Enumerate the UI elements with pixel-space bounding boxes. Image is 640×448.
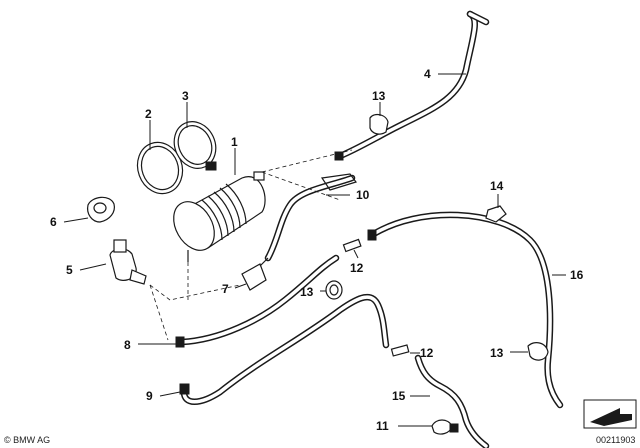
callout-9: 9 bbox=[146, 389, 153, 403]
callout-7: 7 bbox=[222, 282, 229, 296]
callout-labels: 1 2 3 4 5 6 7 8 9 10 11 12 12 13 13 13 1… bbox=[50, 67, 584, 433]
clamp-3 bbox=[173, 121, 217, 171]
arrow-sheet-icon bbox=[583, 399, 637, 429]
drawing-number: 00211903 bbox=[596, 435, 635, 445]
bracket-6 bbox=[87, 196, 115, 223]
guide-lines bbox=[149, 149, 353, 341]
callout-13-right: 13 bbox=[490, 346, 504, 360]
callout-10: 10 bbox=[356, 188, 370, 202]
callout-15: 15 bbox=[392, 389, 406, 403]
callout-1: 1 bbox=[231, 135, 238, 149]
grommet-13-b bbox=[325, 280, 343, 300]
connector-12-upper bbox=[342, 238, 362, 253]
leader-lines bbox=[63, 73, 566, 427]
callout-11: 11 bbox=[376, 419, 389, 433]
hose-10 bbox=[264, 173, 357, 262]
callout-8: 8 bbox=[124, 338, 131, 352]
callout-3: 3 bbox=[182, 89, 189, 103]
carbon-canister bbox=[173, 171, 266, 262]
clip-11 bbox=[431, 419, 459, 435]
callout-12-lower: 12 bbox=[420, 346, 434, 360]
callout-2: 2 bbox=[145, 107, 152, 121]
callout-14: 14 bbox=[490, 179, 504, 193]
hose-16 bbox=[367, 211, 564, 409]
hose-9 bbox=[179, 293, 390, 405]
callout-5: 5 bbox=[66, 263, 73, 277]
hose-8 bbox=[175, 254, 340, 348]
callout-13-top: 13 bbox=[372, 89, 386, 103]
callout-12-upper: 12 bbox=[350, 261, 364, 275]
callout-4: 4 bbox=[424, 67, 431, 81]
connector-12-lower bbox=[390, 344, 410, 357]
clamp-2 bbox=[136, 141, 184, 195]
callout-6: 6 bbox=[50, 215, 57, 229]
valve-5 bbox=[109, 239, 147, 285]
hose-4 bbox=[334, 10, 490, 161]
clip-14 bbox=[485, 205, 507, 223]
copyright-text: © BMW AG bbox=[4, 435, 50, 445]
hose-15 bbox=[414, 354, 490, 448]
clip-13-c bbox=[527, 342, 549, 361]
connector-7 bbox=[241, 257, 269, 291]
callout-13-middle: 13 bbox=[300, 285, 314, 299]
grommet-13-a bbox=[369, 113, 389, 135]
callout-16: 16 bbox=[570, 268, 584, 282]
